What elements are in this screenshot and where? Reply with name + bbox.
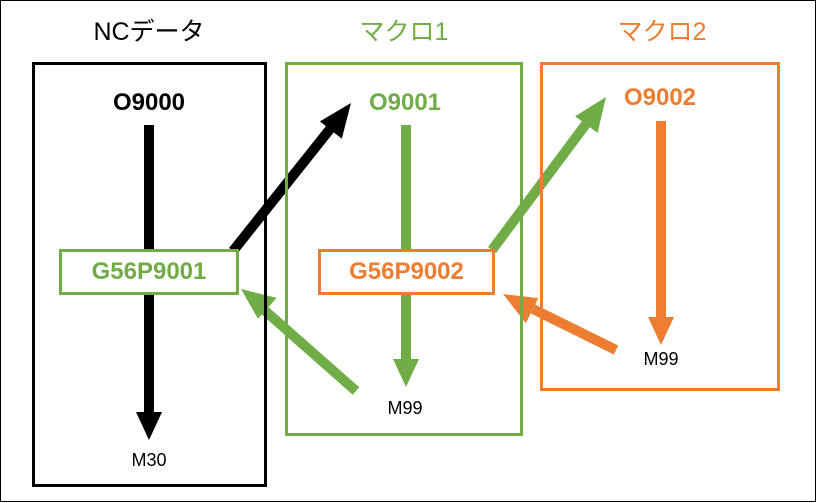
macro1-panel [285,62,523,436]
nc-call-box: G56P9001 [59,249,239,295]
macro1-title: マクロ1 [359,18,449,46]
macro1-call-label: G56P9002 [349,258,464,285]
return-macro1-arrow-shaft [259,305,360,395]
macro2-flow-arrow [648,121,674,345]
call-macro2-arrow-head [575,97,606,133]
call-macro1-arrow-shaft [229,125,334,255]
macro2-panel [540,62,780,391]
macro1-program-number: O9001 [368,89,442,116]
call-macro1-arrow-head [319,103,351,139]
call-macro2-arrow-shaft [487,121,591,253]
macro2-program-number: O9002 [623,84,697,111]
nc-data-panel [32,62,267,487]
return-macro2-arrow-shaft [530,304,619,355]
nc-program-number: O9000 [112,89,186,116]
return-macro1-arrow-head [241,289,277,319]
macro1-end-label: M99 [387,398,423,418]
macro2-end-label: M99 [643,349,679,369]
macro1-call-box: G56P9002 [318,249,495,295]
nc-data-title: NCデータ [93,18,205,46]
macro2-title: マクロ2 [617,18,707,46]
nc-end-label: M30 [131,450,167,470]
nc-call-label: G56P9001 [91,258,207,285]
